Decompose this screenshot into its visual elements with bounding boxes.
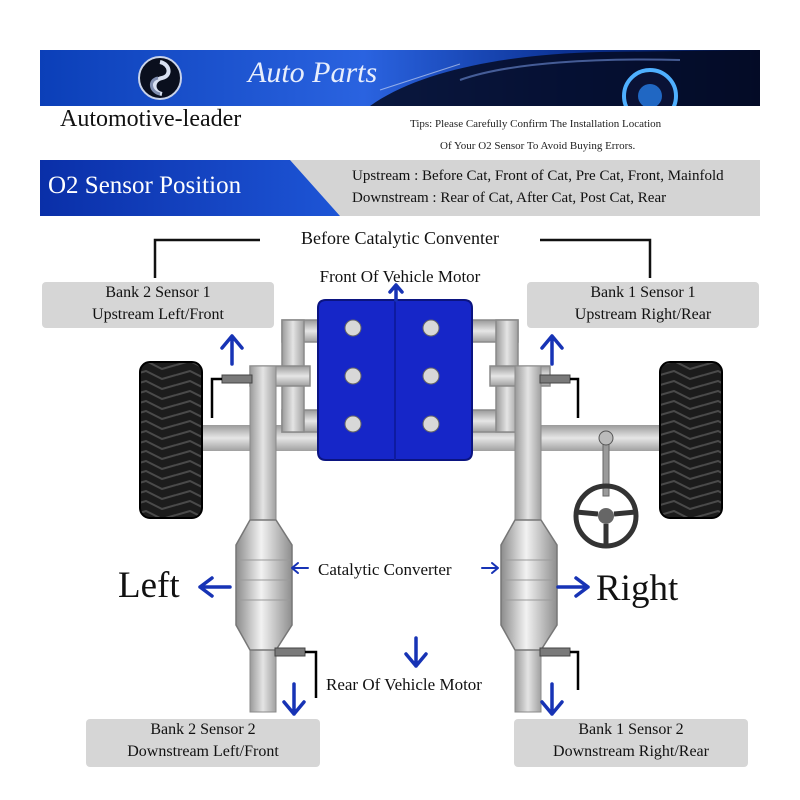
arrow-cat-left-icon: [291, 562, 309, 574]
arrow-cat-right-icon: [481, 562, 499, 574]
o2-sensor-bank1-upstream-icon: [539, 374, 580, 418]
before-catalytic-label: Before Catalytic Conventer: [260, 228, 540, 249]
header-banner: Auto Parts: [40, 50, 760, 106]
logo-swirl-icon: [138, 56, 182, 100]
bank1-sensor2-subtitle: Downstream Right/Rear: [553, 743, 709, 760]
left-label: Left: [118, 565, 180, 606]
steering-wheel-icon: [573, 430, 639, 549]
bank1-sensor1-title: Bank 1 Sensor 1: [590, 284, 696, 301]
o2-sensor-bank2-downstream-icon: [274, 647, 318, 698]
bank2-sensor1-subtitle: Upstream Left/Front: [92, 306, 224, 323]
o2-sensor-bank2-upstream-icon: [210, 374, 253, 418]
arrow-down-rear-icon: [404, 636, 428, 668]
position-title: O2 Sensor Position: [48, 172, 242, 199]
arrow-left-icon: [198, 576, 232, 598]
catalytic-converter-label: Catalytic Converter: [318, 560, 452, 580]
tips-line-2: Of Your O2 Sensor To Avoid Buying Errors…: [440, 140, 636, 152]
position-title-panel: [40, 160, 340, 216]
arrow-up-bank2-upstream-icon: [220, 334, 244, 366]
tire-left-icon: [139, 361, 203, 519]
bank2-sensor2-title: Bank 2 Sensor 2: [150, 721, 256, 738]
arrows: [198, 283, 590, 716]
position-bar: O2 Sensor Position Upstream : Before Cat…: [40, 160, 760, 216]
engine-block: [317, 299, 473, 461]
company-name: Automotive-leader: [60, 106, 242, 132]
front-of-vehicle-label: Front Of Vehicle Motor: [319, 267, 481, 286]
right-label: Right: [596, 568, 679, 609]
catalytic-converter-right: [500, 519, 558, 651]
bank1-sensor2-title: Bank 1 Sensor 2: [578, 721, 684, 738]
car-silhouette-icon: [370, 50, 760, 106]
bank1-sensor2-box: Bank 1 Sensor 2 Downstream Right/Rear: [514, 719, 748, 767]
bank2-sensor1-box: Bank 2 Sensor 1 Upstream Left/Front: [42, 282, 274, 328]
arrow-up-bank1-upstream-icon: [540, 334, 564, 366]
arrow-up-front-icon: [388, 283, 404, 302]
tire-right-icon: [659, 361, 723, 519]
downstream-description: Downstream : Rear of Cat, After Cat, Pos…: [352, 190, 667, 206]
o2-sensor-bank1-downstream-icon: [539, 647, 580, 690]
bank2-sensor2-subtitle: Downstream Left/Front: [127, 743, 279, 760]
arrow-right-icon: [556, 576, 590, 598]
arrow-down-bank1-downstream-icon: [540, 682, 564, 716]
upstream-description: Upstream : Before Cat, Front of Cat, Pre…: [352, 168, 724, 184]
brand-title: Auto Parts: [248, 56, 378, 89]
bank1-sensor1-box: Bank 1 Sensor 1 Upstream Right/Rear: [527, 282, 759, 328]
arrow-down-bank2-downstream-icon: [282, 682, 306, 716]
engine-bolts: [344, 319, 440, 433]
bank2-sensor1-title: Bank 2 Sensor 1: [105, 284, 211, 301]
bank1-sensor1-subtitle: Upstream Right/Rear: [574, 306, 712, 323]
bank2-sensor2-box: Bank 2 Sensor 2 Downstream Left/Front: [86, 719, 320, 767]
tips-line-1: Tips: Please Carefully Confirm The Insta…: [410, 118, 662, 130]
catalytic-converter-left: [235, 519, 293, 651]
rear-of-vehicle-label: Rear Of Vehicle Motor: [326, 675, 482, 694]
